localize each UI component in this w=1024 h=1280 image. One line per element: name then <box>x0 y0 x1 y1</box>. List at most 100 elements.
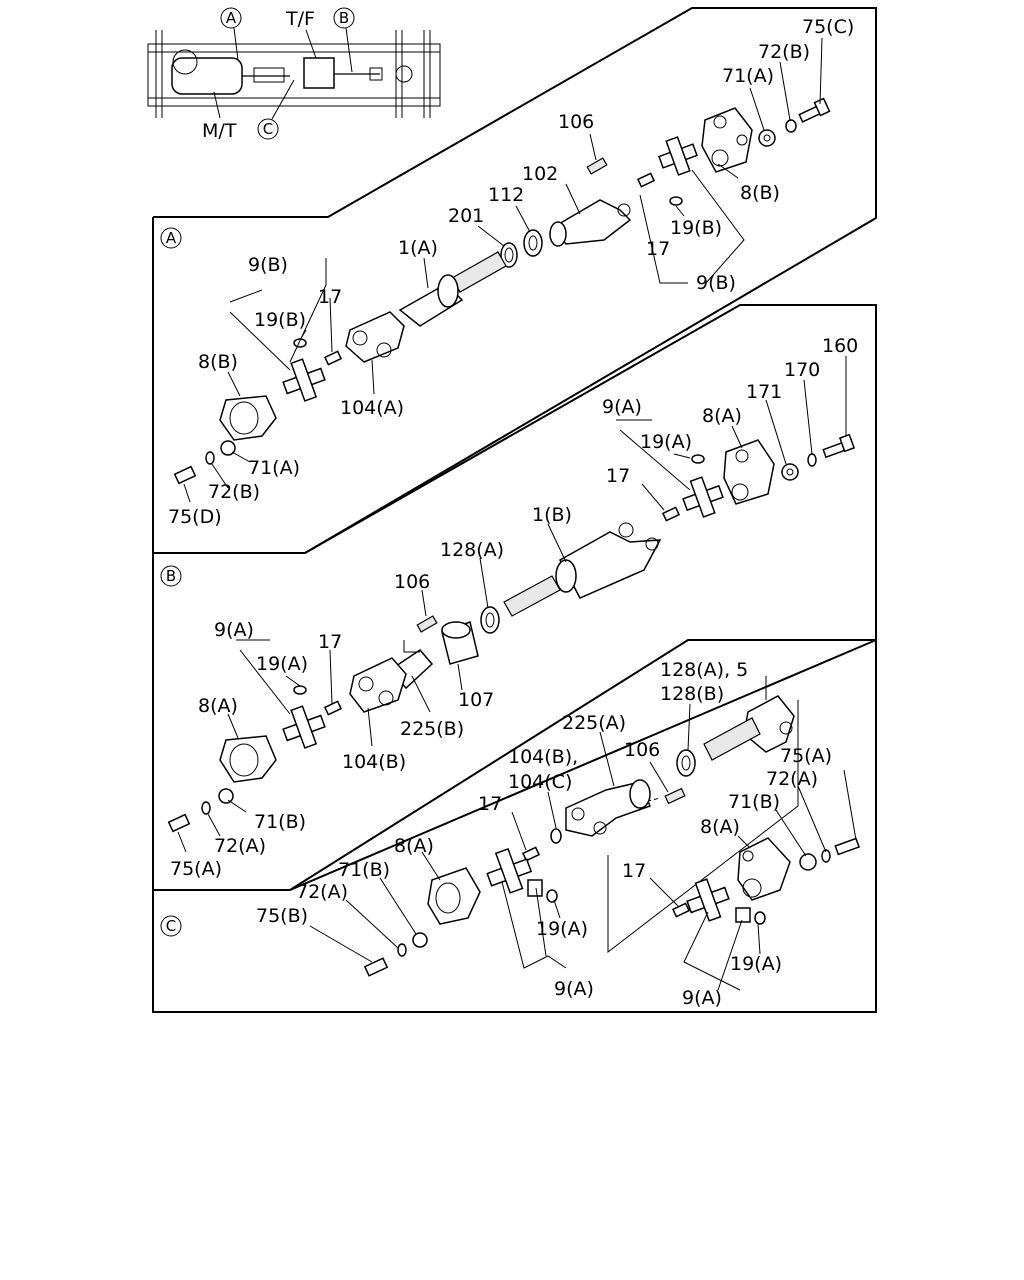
section-label-a: A <box>166 229 177 247</box>
label-9a-b-lower: 9(A) <box>214 619 254 641</box>
label-19a-b-top: 19(A) <box>640 431 692 453</box>
nut-71a-top <box>758 129 776 147</box>
grease-nipple-106-c <box>664 787 686 805</box>
panel-c-leaders <box>309 676 857 991</box>
spider-cross-lower-a <box>282 358 326 402</box>
label-106-a: 106 <box>558 111 594 133</box>
washer-72a-c-left <box>397 943 407 957</box>
label-8a-b-top: 8(A) <box>702 405 742 427</box>
label-104b-b: 104(B) <box>342 751 406 773</box>
label-128a-5: 128(A), 5 <box>660 659 748 681</box>
seal-128-c <box>676 749 696 777</box>
spider-cross-c-right <box>686 878 730 922</box>
grease-nipple-17-b-lower <box>323 700 343 716</box>
grease-nipple-17-c-right <box>671 902 691 918</box>
chassis-overview: A T/F B M/T C <box>147 7 441 142</box>
washer-72b-lower <box>205 451 215 465</box>
label-71a-top: 71(A) <box>722 65 774 87</box>
label-128b: 128(B) <box>660 683 724 705</box>
label-1a: 1(A) <box>398 237 438 259</box>
bolt-75a-c <box>834 837 861 856</box>
sub-group-bracket <box>607 700 799 954</box>
snap-ring-19b-top <box>669 196 683 206</box>
snap-ring-19b-lower <box>293 338 307 348</box>
sleeve-yoke-225a <box>565 779 651 837</box>
label-112: 112 <box>488 184 524 206</box>
nut-71a-lower <box>220 440 236 456</box>
flange-yoke-8a-c-right <box>737 837 791 901</box>
flange-yoke-8a-b-top <box>723 439 775 505</box>
label-9a-c-right: 9(A) <box>682 987 722 1009</box>
flange-yoke-8a-b-lower <box>219 735 277 783</box>
overview-label-c: C <box>263 120 273 138</box>
grease-nipple-106-b <box>416 615 438 633</box>
label-8a-c-right: 8(A) <box>700 816 740 838</box>
overview-label-tf: T/F <box>285 8 315 30</box>
grease-nipple-17-lower-a <box>323 350 343 366</box>
label-1b: 1(B) <box>532 504 572 526</box>
ring-201 <box>500 242 518 268</box>
label-106-b: 106 <box>394 571 430 593</box>
seal-128a-b <box>480 606 500 634</box>
section-marker-c <box>160 915 182 937</box>
grease-nipple-106-a <box>586 157 608 175</box>
label-72a-c-right: 72(A) <box>766 768 818 790</box>
washer-72a-b <box>201 801 211 815</box>
yoke-104b-b <box>349 657 407 713</box>
label-9a-c-left: 9(A) <box>554 978 594 1000</box>
washer-72b-top <box>785 119 797 133</box>
label-104b-c: 104(B), <box>508 746 578 768</box>
label-72a-b: 72(A) <box>214 835 266 857</box>
washer-170 <box>807 453 817 467</box>
flange-yoke-8a-c-left <box>427 867 481 925</box>
label-75c: 75(C) <box>802 16 854 38</box>
bolt-160 <box>822 433 856 459</box>
label-19a-c-right: 19(A) <box>730 953 782 975</box>
flange-yoke-8b-lower <box>219 395 277 441</box>
label-160: 160 <box>822 335 858 357</box>
label-71b-c-right: 71(B) <box>728 791 780 813</box>
section-marker-a <box>160 227 182 249</box>
overview-callout-c <box>257 118 279 140</box>
label-107: 107 <box>458 689 494 711</box>
label-102: 102 <box>522 163 558 185</box>
label-8b-top: 8(B) <box>740 182 780 204</box>
label-17-c-right: 17 <box>622 860 646 882</box>
label-17-lower-a: 17 <box>318 286 342 308</box>
label-128a-b: 128(A) <box>440 539 504 561</box>
label-104c: 104(C) <box>508 771 572 793</box>
overview-label-b: B <box>339 9 349 27</box>
snap-ring-19a-b-top <box>691 454 705 464</box>
sleeve-yoke-102 <box>549 199 632 247</box>
panel-c-parts <box>363 695 861 977</box>
panel-c-frame <box>152 639 877 1013</box>
label-17-c-top: 17 <box>478 793 502 815</box>
bolt-75a-b <box>167 813 191 833</box>
snap-ring-19a-c-left <box>546 889 558 903</box>
label-106-c: 106 <box>624 739 660 761</box>
slip-yoke-5 <box>703 695 795 761</box>
label-104a: 104(A) <box>340 397 404 419</box>
overview-callout-a <box>220 7 242 29</box>
label-9a-b-top: 9(A) <box>602 396 642 418</box>
nut-71b-c-left <box>412 932 428 948</box>
grease-nipple-17-top-a <box>636 172 656 188</box>
label-75a-b: 75(A) <box>170 858 222 880</box>
label-17-b-lower: 17 <box>318 631 342 653</box>
label-171: 171 <box>746 381 782 403</box>
label-170: 170 <box>784 359 820 381</box>
label-19b-lower: 19(B) <box>254 309 306 331</box>
nut-71b-b <box>218 788 234 804</box>
label-9b-right: 9(B) <box>696 272 736 294</box>
label-201: 201 <box>448 205 484 227</box>
label-71b-b: 71(B) <box>254 811 306 833</box>
label-8a-b-lower: 8(A) <box>198 695 238 717</box>
nut-171 <box>781 463 799 481</box>
snap-ring-19a-b-lower <box>293 685 307 695</box>
bolt-75c <box>798 97 831 123</box>
spider-cross-top-a <box>658 136 698 176</box>
label-75b: 75(B) <box>256 905 308 927</box>
label-75a-c: 75(A) <box>780 745 832 767</box>
label-19a-b-lower: 19(A) <box>256 653 308 675</box>
